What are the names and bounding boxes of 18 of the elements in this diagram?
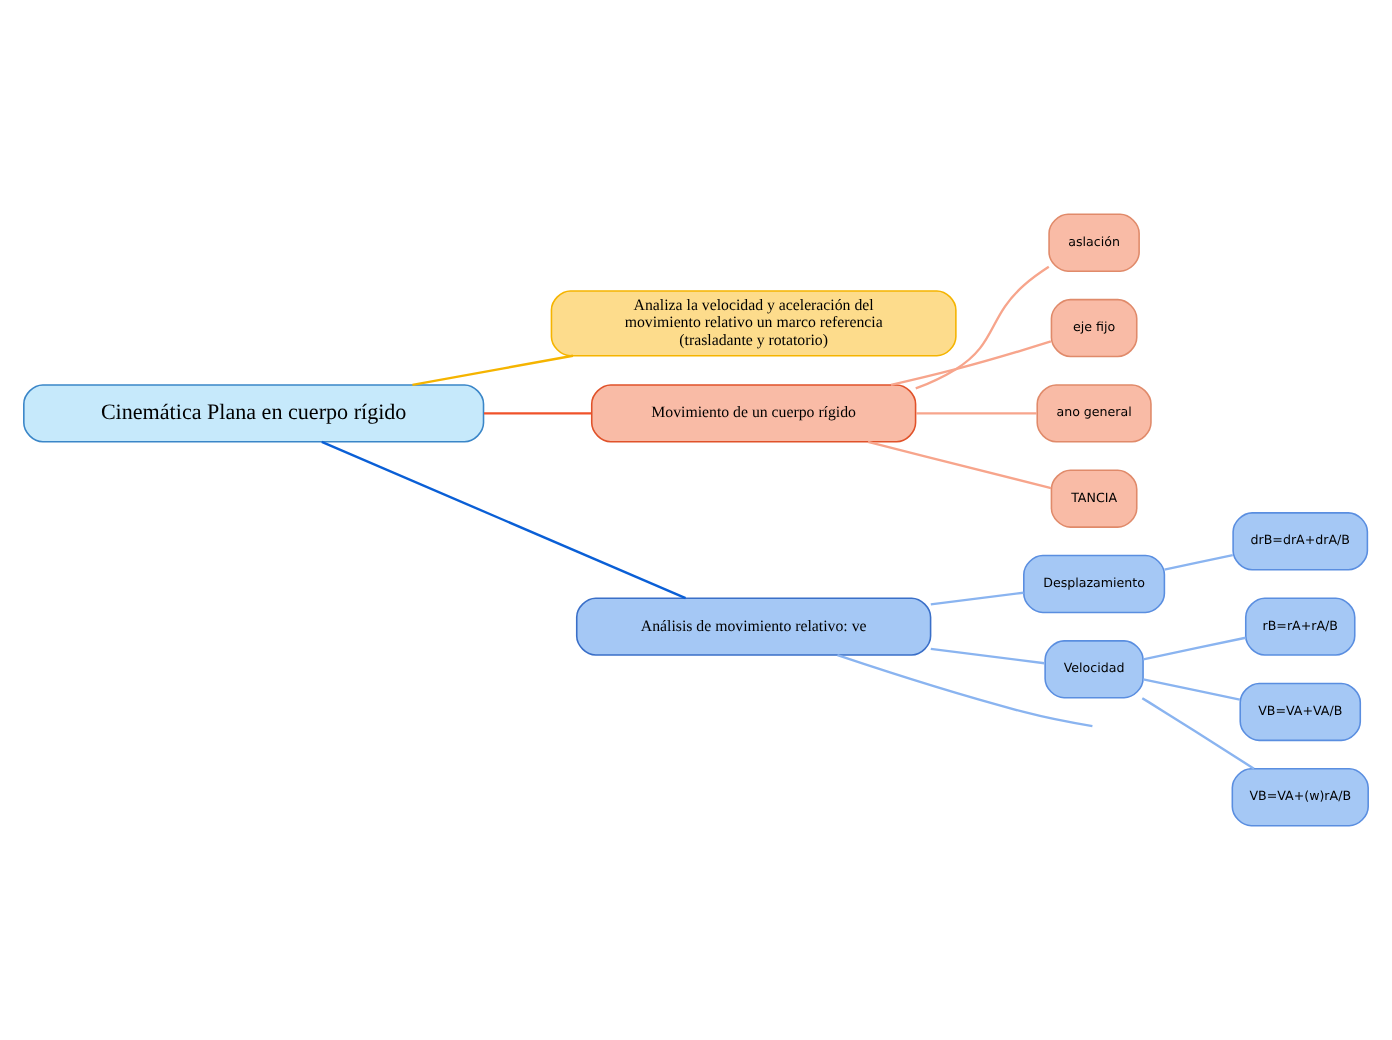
connector <box>890 340 1052 387</box>
node-box: Análisis de movimiento relativo: ve <box>575 597 932 656</box>
connector <box>930 647 1045 665</box>
connector <box>1164 554 1233 571</box>
connector <box>867 440 1052 490</box>
connector <box>916 412 1037 415</box>
connector <box>321 440 687 600</box>
connector <box>1141 697 1255 770</box>
node-box: Analiza la velocidad y aceleración del movimiento relativo un marco referencia (trasladante y rotatorio) <box>550 290 957 357</box>
connector <box>1143 678 1240 701</box>
connector <box>412 354 574 387</box>
connector <box>930 591 1024 606</box>
connector <box>1143 636 1246 661</box>
node-box: Movimiento de un cuerpo rígido <box>590 384 917 443</box>
node-box: Cinemática Plana en cuerpo rígido <box>23 384 485 443</box>
connector <box>837 654 1093 728</box>
connector <box>484 412 592 415</box>
connector <box>915 265 1050 390</box>
